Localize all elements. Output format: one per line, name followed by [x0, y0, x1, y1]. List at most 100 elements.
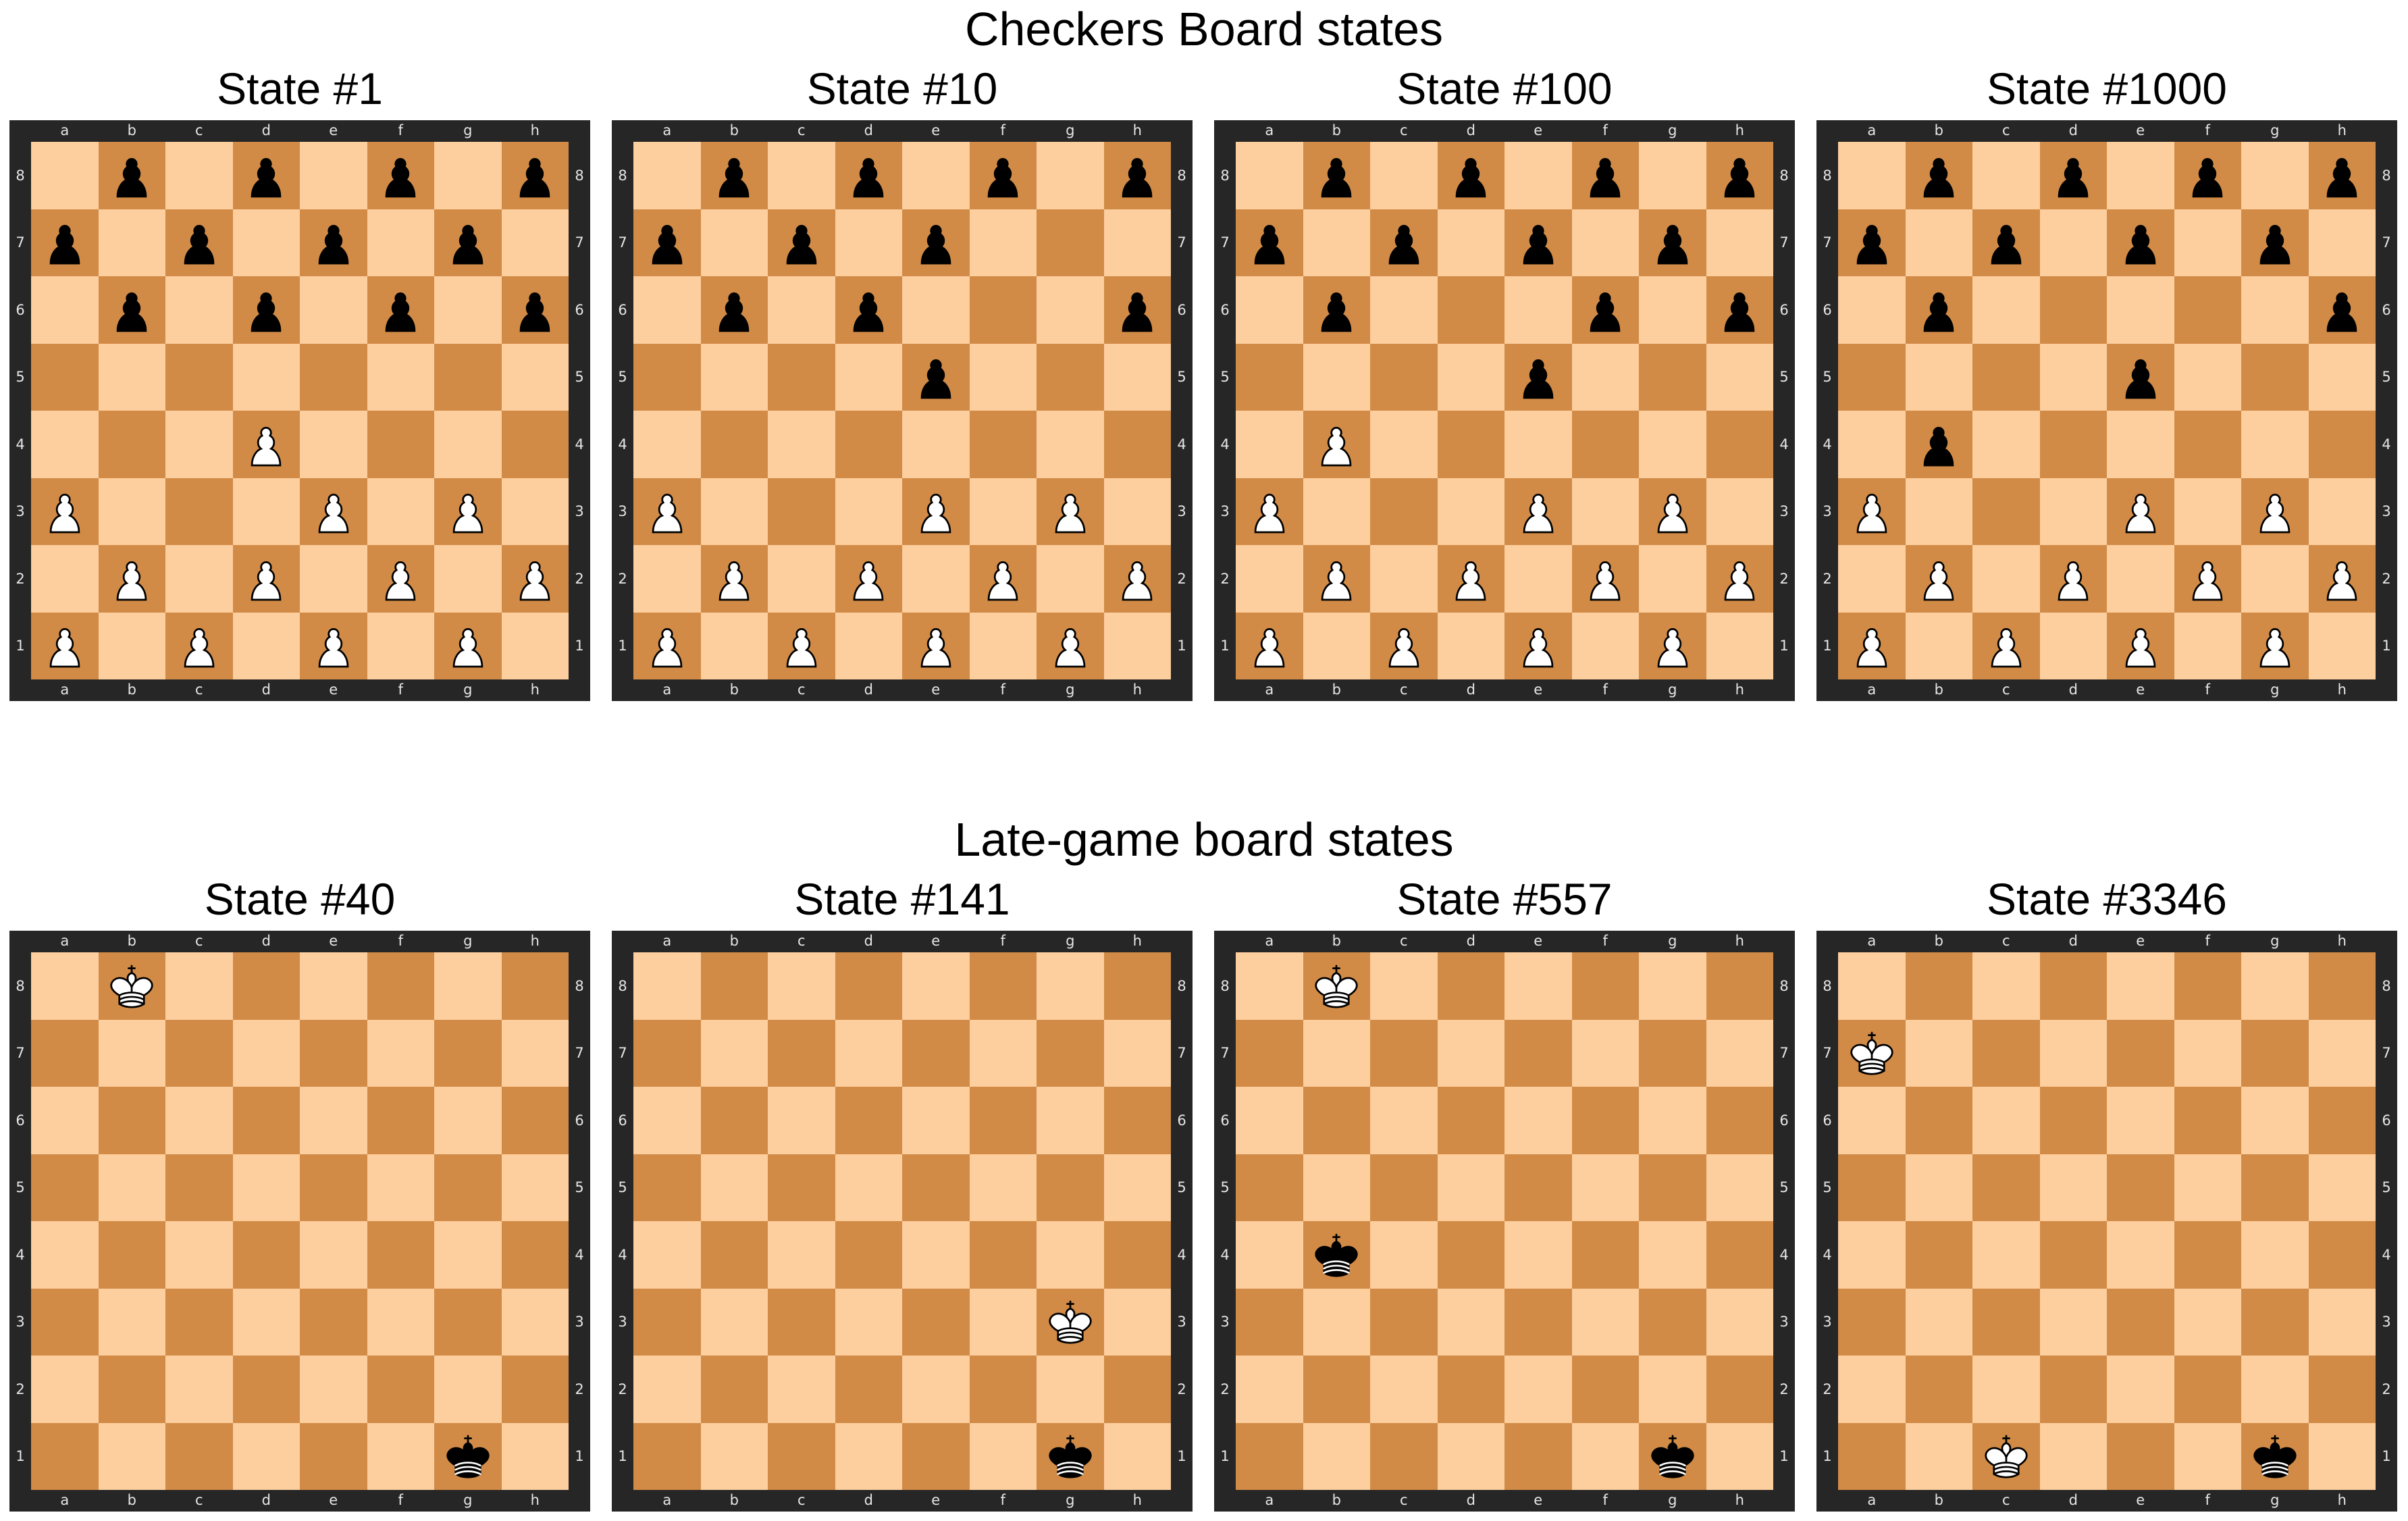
- square-e2[interactable]: [2107, 1356, 2174, 1423]
- square-h6[interactable]: [1103, 276, 1171, 344]
- square-g6[interactable]: [2241, 276, 2309, 344]
- square-d5[interactable]: [2039, 1154, 2107, 1221]
- square-h5[interactable]: [2308, 1154, 2376, 1221]
- square-a6[interactable]: [1236, 1087, 1303, 1154]
- square-d2[interactable]: [835, 1356, 902, 1423]
- square-h5[interactable]: [501, 343, 569, 411]
- square-f8[interactable]: [1571, 142, 1639, 209]
- square-h2[interactable]: [1706, 1356, 1773, 1423]
- square-a1[interactable]: [1236, 1422, 1303, 1490]
- square-a8[interactable]: [31, 952, 99, 1020]
- square-f5[interactable]: [367, 343, 434, 411]
- square-d7[interactable]: [232, 209, 300, 276]
- white-king-icon[interactable]: [1043, 1294, 1098, 1349]
- square-h7[interactable]: [2308, 1019, 2376, 1087]
- square-f1[interactable]: [969, 1422, 1037, 1490]
- square-c6[interactable]: [1370, 1087, 1438, 1154]
- square-e1[interactable]: [902, 612, 970, 679]
- square-g1[interactable]: [1037, 612, 1104, 679]
- square-b5[interactable]: [1905, 343, 1972, 411]
- white-pawn-icon[interactable]: [373, 551, 428, 607]
- square-b6[interactable]: [98, 1087, 165, 1154]
- square-a7[interactable]: [31, 209, 99, 276]
- square-h8[interactable]: [2308, 142, 2376, 209]
- square-f4[interactable]: [367, 1221, 434, 1289]
- square-h3[interactable]: [1706, 478, 1773, 545]
- square-e6[interactable]: [300, 1087, 367, 1154]
- black-pawn-icon[interactable]: [1443, 148, 1498, 203]
- square-b5[interactable]: [98, 1154, 165, 1221]
- square-h6[interactable]: [1103, 1087, 1171, 1154]
- square-d8[interactable]: [1437, 142, 1504, 209]
- white-pawn-icon[interactable]: [507, 551, 562, 607]
- square-e8[interactable]: [1504, 142, 1572, 209]
- square-b4[interactable]: [1303, 411, 1370, 478]
- white-king-icon[interactable]: [1309, 958, 1364, 1014]
- white-pawn-icon[interactable]: [908, 484, 964, 539]
- square-b2[interactable]: [1905, 545, 1972, 613]
- square-f7[interactable]: [367, 1019, 434, 1087]
- square-a2[interactable]: [1838, 1356, 1906, 1423]
- square-h2[interactable]: [2308, 1356, 2376, 1423]
- square-g2[interactable]: [1037, 1356, 1104, 1423]
- square-b2[interactable]: [1303, 545, 1370, 613]
- square-c7[interactable]: [1370, 1019, 1438, 1087]
- square-d1[interactable]: [835, 612, 902, 679]
- square-c4[interactable]: [165, 1221, 233, 1289]
- square-g7[interactable]: [434, 209, 502, 276]
- square-g1[interactable]: [434, 1422, 502, 1490]
- square-c5[interactable]: [1972, 343, 2040, 411]
- square-h1[interactable]: [2308, 612, 2376, 679]
- square-b5[interactable]: [1303, 343, 1370, 411]
- square-f6[interactable]: [367, 1087, 434, 1154]
- square-b2[interactable]: [98, 545, 165, 613]
- square-a8[interactable]: [1236, 952, 1303, 1020]
- square-g2[interactable]: [1037, 545, 1104, 613]
- square-e7[interactable]: [1504, 1019, 1572, 1087]
- square-f8[interactable]: [2174, 952, 2241, 1020]
- white-king-icon[interactable]: [104, 958, 159, 1014]
- square-e1[interactable]: [300, 612, 367, 679]
- square-e3[interactable]: [902, 1288, 970, 1356]
- square-f4[interactable]: [1571, 411, 1639, 478]
- square-a1[interactable]: [1838, 612, 1906, 679]
- square-a2[interactable]: [31, 1356, 99, 1423]
- white-pawn-icon[interactable]: [1844, 618, 1900, 673]
- square-h2[interactable]: [501, 545, 569, 613]
- square-d6[interactable]: [1437, 276, 1504, 344]
- white-pawn-icon[interactable]: [975, 551, 1030, 607]
- square-d3[interactable]: [2039, 1288, 2107, 1356]
- square-g2[interactable]: [434, 1356, 502, 1423]
- square-g5[interactable]: [2241, 1154, 2309, 1221]
- square-b3[interactable]: [1303, 1288, 1370, 1356]
- square-f2[interactable]: [969, 545, 1037, 613]
- square-d8[interactable]: [835, 142, 902, 209]
- square-c5[interactable]: [165, 343, 233, 411]
- square-f3[interactable]: [1571, 478, 1639, 545]
- square-b6[interactable]: [1905, 276, 1972, 344]
- square-f7[interactable]: [2174, 1019, 2241, 1087]
- square-h5[interactable]: [501, 1154, 569, 1221]
- square-e3[interactable]: [300, 1288, 367, 1356]
- white-pawn-icon[interactable]: [774, 618, 829, 673]
- white-pawn-icon[interactable]: [2113, 484, 2168, 539]
- square-f7[interactable]: [2174, 209, 2241, 276]
- square-e5[interactable]: [300, 343, 367, 411]
- square-e1[interactable]: [1504, 1422, 1572, 1490]
- square-d6[interactable]: [835, 1087, 902, 1154]
- white-pawn-icon[interactable]: [172, 618, 227, 673]
- black-pawn-icon[interactable]: [1979, 215, 2034, 270]
- square-a6[interactable]: [1838, 276, 1906, 344]
- square-g8[interactable]: [434, 952, 502, 1020]
- black-pawn-icon[interactable]: [841, 148, 896, 203]
- square-a8[interactable]: [633, 952, 701, 1020]
- square-b8[interactable]: [98, 952, 165, 1020]
- square-b4[interactable]: [98, 1221, 165, 1289]
- square-f5[interactable]: [2174, 343, 2241, 411]
- square-b8[interactable]: [98, 142, 165, 209]
- square-d3[interactable]: [835, 478, 902, 545]
- square-c5[interactable]: [768, 1154, 835, 1221]
- square-h6[interactable]: [2308, 276, 2376, 344]
- square-h4[interactable]: [2308, 1221, 2376, 1289]
- square-g6[interactable]: [1037, 1087, 1104, 1154]
